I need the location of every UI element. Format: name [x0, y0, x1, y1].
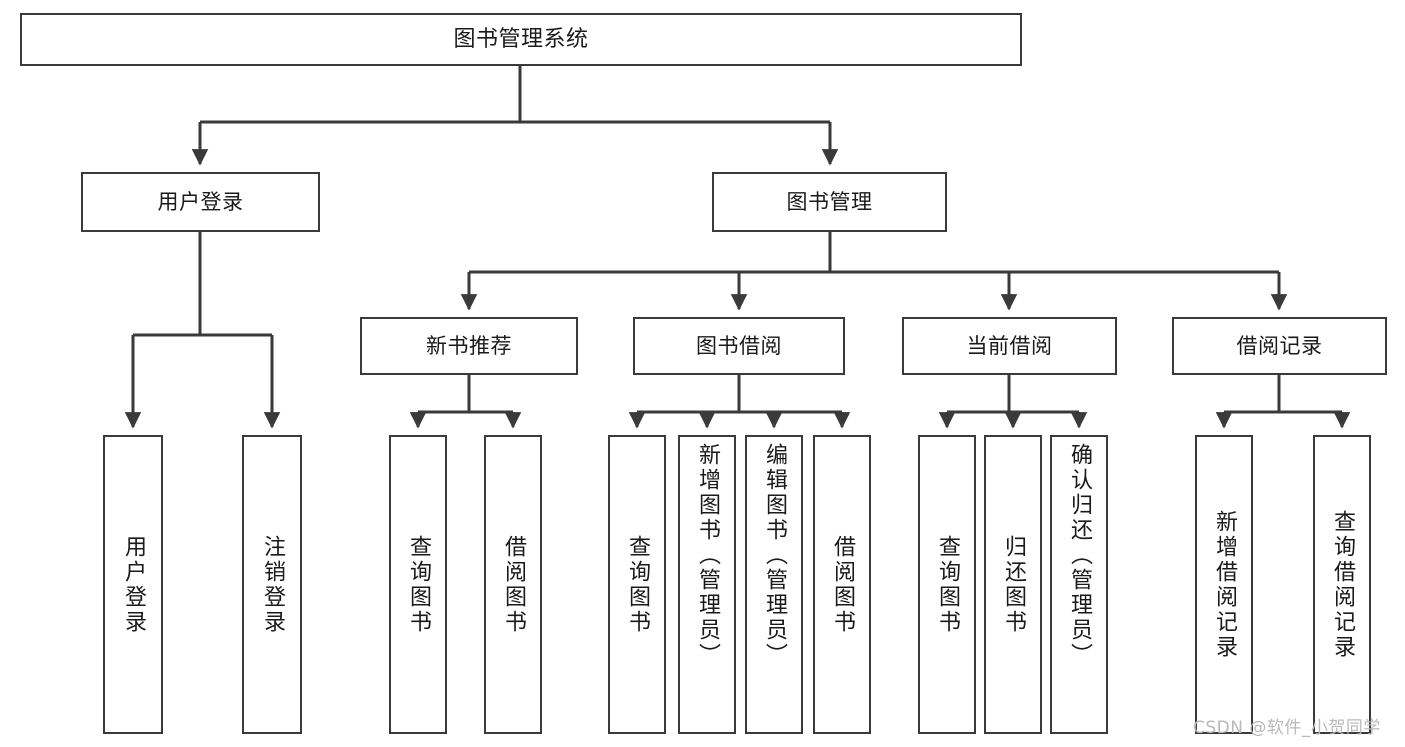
node-leaf-edit-book-admin-label: 编辑图书（管理员）	[762, 443, 787, 668]
node-leaf-query-borrow-record[interactable]: 查询借阅记录	[1313, 435, 1371, 734]
node-leaf-query-book-borrow[interactable]: 查询图书	[608, 435, 666, 734]
node-leaf-return-book-label: 归还图书	[1001, 534, 1026, 635]
watermark: CSDN @软件_小贺同学	[1193, 718, 1381, 738]
node-current-borrow[interactable]: 当前借阅	[902, 317, 1117, 375]
node-new-book-recommend-label: 新书推荐	[426, 333, 512, 358]
node-book-manage[interactable]: 图书管理	[712, 172, 947, 232]
node-leaf-query-book-recommend[interactable]: 查询图书	[389, 435, 447, 734]
node-leaf-add-book-admin-label: 新增图书（管理员）	[695, 443, 720, 668]
node-borrow-record-label: 借阅记录	[1236, 333, 1323, 358]
node-leaf-user-login-label: 用户登录	[121, 534, 146, 635]
node-leaf-add-book-admin[interactable]: 新增图书（管理员）	[678, 435, 736, 734]
node-leaf-user-login[interactable]: 用户登录	[103, 435, 163, 734]
node-leaf-query-book-borrow-label: 查询图书	[625, 534, 650, 635]
node-current-borrow-label: 当前借阅	[966, 333, 1053, 358]
node-leaf-user-logout-label: 注销登录	[260, 534, 285, 635]
node-leaf-borrow-book-label: 借阅图书	[830, 534, 855, 635]
node-leaf-query-borrow-record-label: 查询借阅记录	[1330, 509, 1355, 660]
node-leaf-borrow-book-recommend-label: 借阅图书	[501, 534, 526, 635]
node-leaf-borrow-book[interactable]: 借阅图书	[813, 435, 871, 734]
node-leaf-query-book-recommend-label: 查询图书	[406, 534, 431, 635]
node-leaf-query-book-current-label: 查询图书	[935, 534, 960, 635]
node-root[interactable]: 图书管理系统	[20, 13, 1022, 66]
node-book-manage-label: 图书管理	[786, 189, 873, 214]
node-book-borrow-label: 图书借阅	[696, 333, 782, 358]
node-leaf-add-borrow-record[interactable]: 新增借阅记录	[1195, 435, 1253, 734]
node-book-borrow[interactable]: 图书借阅	[633, 317, 845, 375]
node-leaf-edit-book-admin[interactable]: 编辑图书（管理员）	[745, 435, 803, 734]
node-leaf-borrow-book-recommend[interactable]: 借阅图书	[484, 435, 542, 734]
node-root-label: 图书管理系统	[453, 26, 589, 52]
node-user-login-label: 用户登录	[157, 189, 244, 214]
node-leaf-confirm-return-admin-label: 确认归还（管理员）	[1067, 443, 1092, 668]
node-user-login[interactable]: 用户登录	[81, 172, 320, 232]
node-leaf-query-book-current[interactable]: 查询图书	[918, 435, 976, 734]
node-leaf-add-borrow-record-label: 新增借阅记录	[1212, 509, 1237, 660]
node-borrow-record[interactable]: 借阅记录	[1172, 317, 1387, 375]
node-leaf-return-book[interactable]: 归还图书	[984, 435, 1042, 734]
node-leaf-confirm-return-admin[interactable]: 确认归还（管理员）	[1050, 435, 1108, 734]
node-leaf-user-logout[interactable]: 注销登录	[242, 435, 302, 734]
node-new-book-recommend[interactable]: 新书推荐	[360, 317, 578, 375]
